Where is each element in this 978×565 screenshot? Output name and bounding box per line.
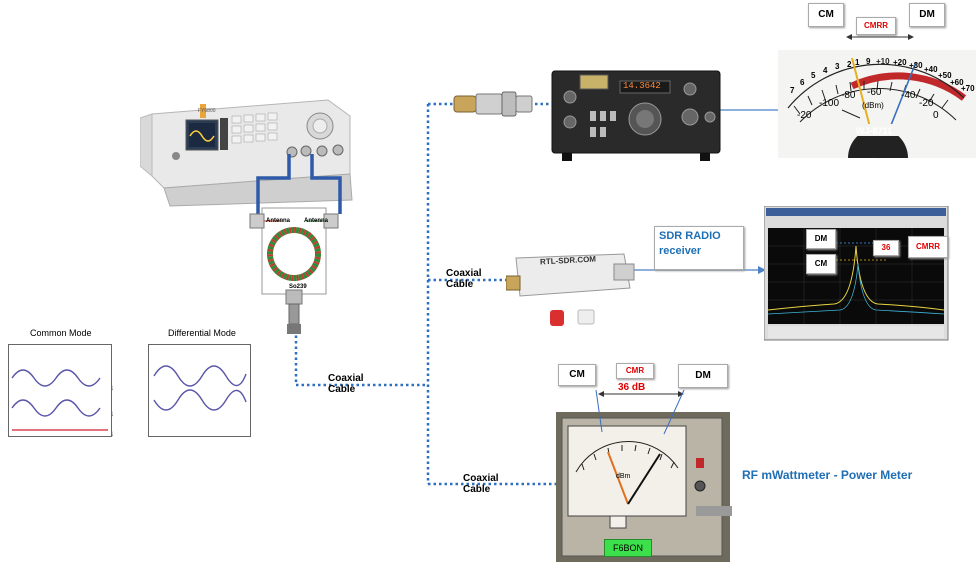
power-meter-cm-label: CM <box>558 364 596 386</box>
svg-text:↓: ↓ <box>110 409 114 418</box>
meter-cmrr-label: CMRR <box>856 17 896 35</box>
power-meter-dm-label: DM <box>678 364 728 388</box>
sdr-value-label: 36 <box>873 240 899 256</box>
rtl-sdr-dongle <box>506 253 635 326</box>
svg-text:↓: ↓ <box>110 429 114 438</box>
power-meter-dm-needle <box>627 453 661 505</box>
differential-mode-title: Differential Mode <box>168 328 236 338</box>
generator-coax-cables <box>256 154 342 214</box>
power-meter-value: 36 dB <box>618 382 646 393</box>
common-mode-panel: ↓ ↓ ↓ <box>8 344 114 438</box>
meter-unit-label: (dBm) <box>862 101 884 110</box>
balun-antenna-right-label: Antenna <box>304 218 328 224</box>
transceiver-frequency: 14.3642 <box>623 81 661 91</box>
dm-wave-2 <box>153 389 247 411</box>
hf-transceiver <box>551 70 721 161</box>
spectrum-screen <box>764 206 949 341</box>
meter-scale-top: 7 6 5 4 3 2 1 9 +10 +20 +30 +40 +50 +60 … <box>790 57 975 95</box>
meter-cmrr-arrow <box>846 34 914 40</box>
power-meter-title: RF mWattmeter - Power Meter <box>742 468 913 482</box>
signal-generator: FY6800 <box>140 99 353 207</box>
power-meter-cm-needle <box>607 451 629 505</box>
coax-attenuator <box>453 91 533 117</box>
svg-text:↓: ↓ <box>110 383 114 392</box>
power-meter-callsign: F6BON <box>604 539 652 557</box>
sdr-cmrr-label: CMRR <box>908 236 948 258</box>
meter-dm-label: DM <box>909 3 945 27</box>
power-meter-unit: dBm <box>616 473 631 480</box>
sdr-cm-label: CM <box>806 254 836 274</box>
cm-wave-2 <box>11 399 101 417</box>
meter-cm-label: CM <box>808 3 844 27</box>
differential-mode-panel <box>148 344 251 437</box>
analog-meter <box>778 50 976 159</box>
power-meter <box>556 412 732 562</box>
balun-box <box>249 207 339 334</box>
dm-wave-1 <box>153 365 247 387</box>
meter-scale-bottom: -20 -100 -80 -60 -40 -20 0 <box>797 87 939 121</box>
common-mode-title: Common Mode <box>30 328 92 338</box>
power-meter-arrows <box>595 389 685 435</box>
generator-brand-text: FY6800 <box>198 108 216 114</box>
balun-connector-label: So239 <box>289 284 307 290</box>
sdr-dm-label: DM <box>806 229 836 249</box>
meter-model-label: WJ-8711 <box>856 126 893 136</box>
balun-antenna-left-label: Antenna <box>266 218 290 224</box>
cm-wave-1 <box>11 369 101 387</box>
power-meter-cmr-label: CMR <box>616 363 654 379</box>
